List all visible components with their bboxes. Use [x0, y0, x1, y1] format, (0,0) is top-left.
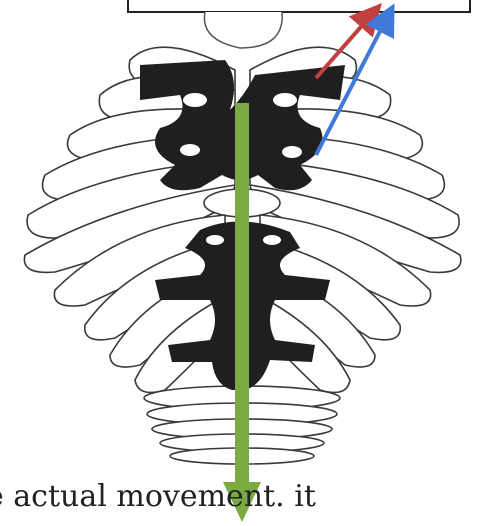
caption-text: e actual movement. it: [0, 472, 485, 522]
top-box-frame: [128, 0, 470, 12]
top-lobe: [204, 12, 282, 48]
